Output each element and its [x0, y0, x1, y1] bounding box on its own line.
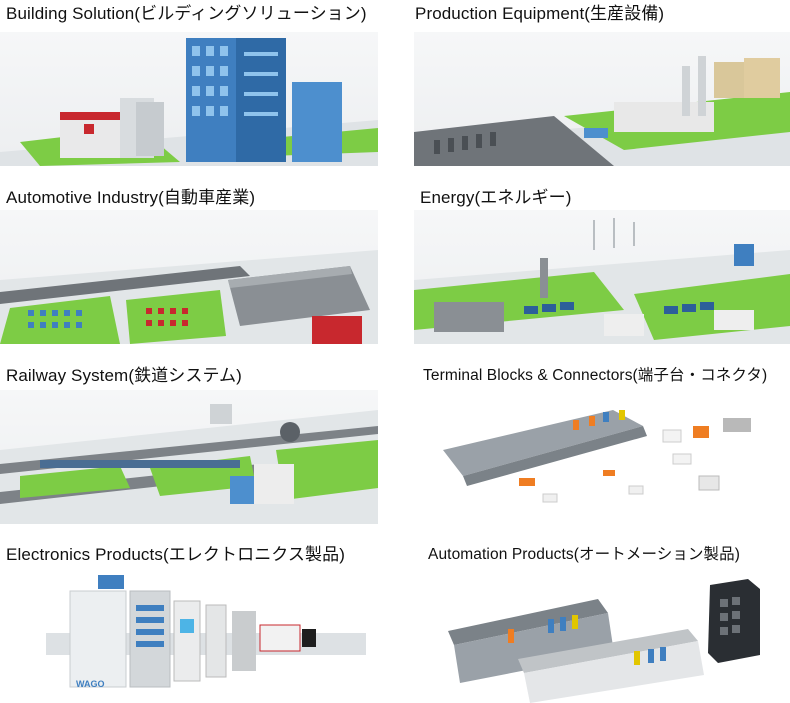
automotive-industry-image [0, 210, 378, 344]
electronics-products-image: WAGO [46, 575, 366, 703]
building-solution-image [0, 32, 378, 166]
tile-title: Terminal Blocks & Connectors(端子台・コネクタ) [423, 367, 768, 384]
tile-automotive-industry[interactable]: Automotive Industry(自動車産業) [0, 188, 378, 344]
tile-title: Energy(エネルギー) [420, 188, 572, 207]
tile-electronics-products[interactable]: Electronics Products(エレクトロニクス製品) WAGO [6, 545, 378, 703]
tile-terminal-blocks[interactable]: Terminal Blocks & Connectors(端子台・コネクタ) [423, 366, 790, 524]
tile-building-solution[interactable]: Building Solution(ビルディングソリューション) [0, 4, 378, 166]
railway-system-image [0, 390, 378, 524]
tile-automation-products[interactable]: Automation Products(オートメーション製品) [428, 545, 790, 703]
wago-logo: WAGO [76, 679, 105, 689]
tile-title: Automation Products(オートメーション製品) [428, 546, 740, 563]
energy-image [414, 210, 790, 344]
tile-title: Electronics Products(エレクトロニクス製品) [6, 545, 345, 564]
tile-title: Production Equipment(生産設備) [415, 4, 665, 23]
tile-title: Building Solution(ビルディングソリューション) [6, 4, 367, 23]
tile-production-equipment[interactable]: Production Equipment(生産設備) [414, 4, 790, 166]
tile-railway-system[interactable]: Railway System(鉄道システム) [0, 366, 378, 524]
automation-products-image [448, 579, 790, 703]
tile-energy[interactable]: Energy(エネルギー) [414, 188, 790, 344]
tile-title: Automotive Industry(自動車産業) [6, 188, 256, 207]
production-equipment-image [414, 32, 790, 166]
terminal-blocks-image [423, 390, 790, 524]
tile-title: Railway System(鉄道システム) [6, 366, 242, 385]
